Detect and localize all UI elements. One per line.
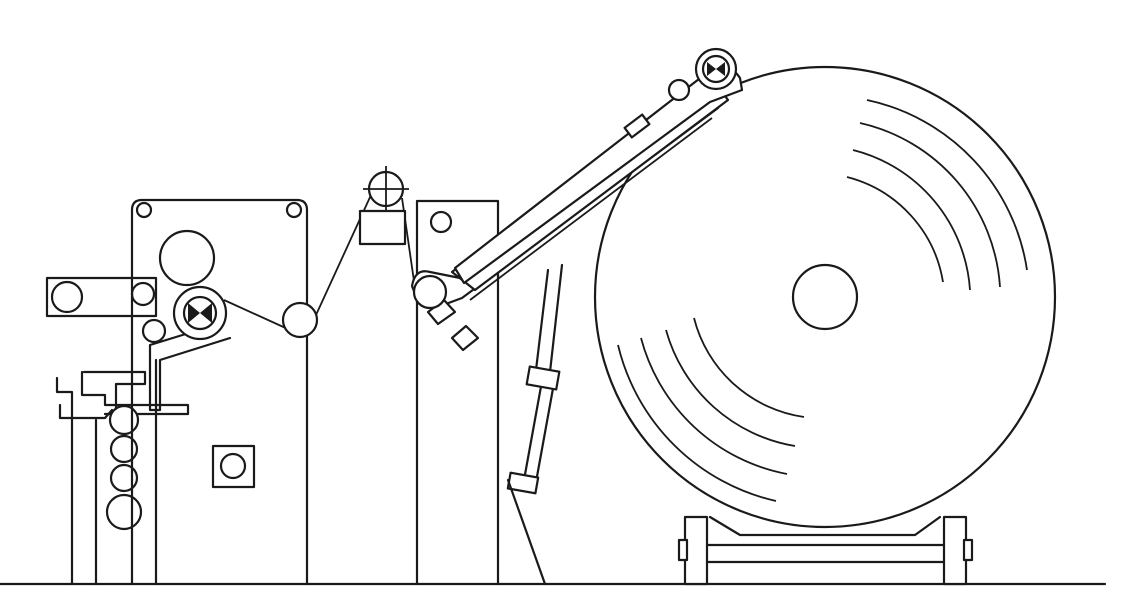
tension-roller bbox=[281, 301, 319, 339]
trolley-wheel-right bbox=[942, 515, 968, 586]
roll-arc-2 bbox=[859, 122, 1001, 288]
roll-arc-8 bbox=[693, 317, 805, 418]
right-frame-bolt bbox=[429, 210, 453, 234]
cylinder-line-a bbox=[522, 368, 546, 482]
trolley-hub-left bbox=[677, 538, 689, 562]
arm-window bbox=[623, 113, 651, 139]
main-frame bbox=[130, 198, 309, 586]
piston-rod-a bbox=[534, 268, 550, 372]
table-left bbox=[58, 403, 114, 420]
main-top-roller bbox=[158, 229, 216, 287]
pressure-roller-icon bbox=[707, 62, 725, 76]
piston-rod-b bbox=[548, 263, 564, 374]
left-feed-unit bbox=[45, 276, 190, 586]
swing-arm-guide bbox=[469, 117, 713, 301]
trolley-cradle bbox=[708, 515, 942, 537]
stack-roller-2 bbox=[109, 434, 139, 464]
right-frame-outline bbox=[415, 199, 500, 586]
roll-arc-1 bbox=[866, 99, 1028, 271]
table-shelf bbox=[80, 370, 190, 416]
web-segment-1 bbox=[223, 299, 291, 331]
winding-roll bbox=[593, 65, 1057, 529]
hydraulic-cylinder bbox=[506, 263, 564, 586]
arm-pivot bbox=[412, 274, 448, 310]
trolley-axle bbox=[705, 543, 946, 564]
guide-post bbox=[358, 166, 409, 246]
trolley-hub-right bbox=[962, 538, 974, 562]
guide-block bbox=[358, 209, 407, 246]
cylinder-collar-top bbox=[525, 365, 561, 391]
base-leg-left bbox=[55, 376, 74, 586]
pressure-roller bbox=[694, 47, 738, 91]
stack-roller-3 bbox=[109, 463, 139, 493]
cylinder-line-b bbox=[534, 370, 558, 484]
trolley bbox=[677, 515, 974, 586]
arm-clamp-2 bbox=[450, 324, 480, 352]
feed-roller bbox=[50, 280, 84, 314]
trolley-wheel-left bbox=[683, 515, 709, 586]
roll-arc-5 bbox=[617, 344, 777, 502]
drive-bracket bbox=[148, 323, 232, 412]
roll-arc-3 bbox=[852, 149, 971, 291]
roller-stack bbox=[105, 404, 143, 531]
stack-roller-4 bbox=[105, 493, 143, 531]
stack-roller-1 bbox=[108, 404, 140, 436]
roll-arc-4 bbox=[846, 176, 944, 283]
right-frame bbox=[415, 199, 500, 586]
roll-arc-6 bbox=[640, 337, 788, 475]
arm-idler bbox=[667, 78, 691, 102]
small-roller bbox=[141, 318, 167, 344]
cylinder-anchor bbox=[506, 478, 547, 586]
drive-roller bbox=[172, 285, 228, 341]
table-bracket bbox=[82, 370, 147, 412]
roll-core bbox=[791, 263, 859, 331]
web-path bbox=[223, 194, 416, 339]
panel-knob bbox=[219, 452, 247, 480]
corner-bolt-left bbox=[135, 201, 153, 219]
main-frame-outline bbox=[130, 198, 309, 586]
corner-bolt-right bbox=[285, 201, 303, 219]
feed-idler bbox=[130, 281, 156, 307]
swing-arm bbox=[410, 66, 744, 352]
drive-icon bbox=[188, 303, 212, 323]
roll-arc-7 bbox=[665, 329, 796, 447]
